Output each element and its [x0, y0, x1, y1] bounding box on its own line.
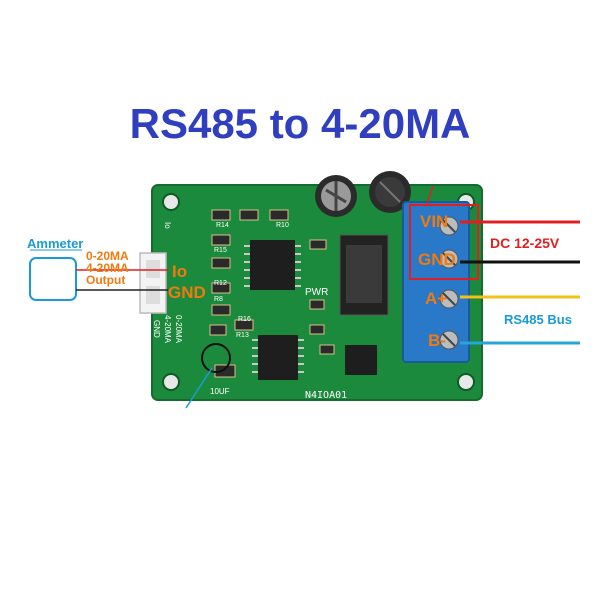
silk-ref-r16: R16 [238, 316, 251, 323]
silk-ref-r12: R12 [214, 280, 227, 287]
gnd-right-label: GND [418, 250, 456, 269]
output-label: Output [86, 273, 126, 287]
cap-marker-circle [201, 343, 231, 373]
silk-range2: 0-20MA [174, 315, 183, 344]
power-label: DC 12-25V [490, 235, 560, 251]
silk-ref-r8: R8 [214, 296, 223, 303]
vin-label: VIN [420, 212, 449, 231]
capacitor-right [369, 171, 411, 213]
io-label: Io [172, 262, 188, 281]
silk-gnd: GND [152, 320, 161, 338]
ic-chip-1 [250, 240, 295, 290]
silk-cap: 10UF [210, 387, 230, 396]
silk-ref-r14: R14 [216, 222, 229, 229]
rs485-bus-label: RS485 Bus [504, 312, 572, 327]
ammeter-label: Ammeter [27, 236, 84, 251]
silk-ref-r15: R15 [214, 247, 227, 254]
ic-chip-2 [258, 335, 298, 380]
page-title: RS485 to 4-20MA [129, 100, 471, 147]
gnd-left-label: GND [168, 283, 206, 302]
silk-io: Io [163, 222, 172, 229]
power-highlight-box [409, 204, 479, 280]
silk-ref-r10: R10 [276, 222, 289, 229]
silk-pwr: PWR [305, 287, 329, 298]
capacitor-left [315, 175, 357, 217]
ammeter-box [29, 257, 77, 301]
ic-chip-3 [345, 345, 377, 375]
range-4-20-label: 4-20MA [86, 261, 129, 275]
terminal-block [402, 201, 470, 363]
silk-model: N4IOA01 [305, 390, 348, 401]
silk-ref-r13: R13 [236, 332, 249, 339]
range-0-20-label: 0-20MA [86, 249, 129, 263]
b-minus-label: B- [428, 331, 446, 350]
a-plus-label: A+ [425, 289, 448, 308]
smd-parts [209, 209, 335, 378]
silk-range1: 4-20MA [163, 315, 172, 344]
